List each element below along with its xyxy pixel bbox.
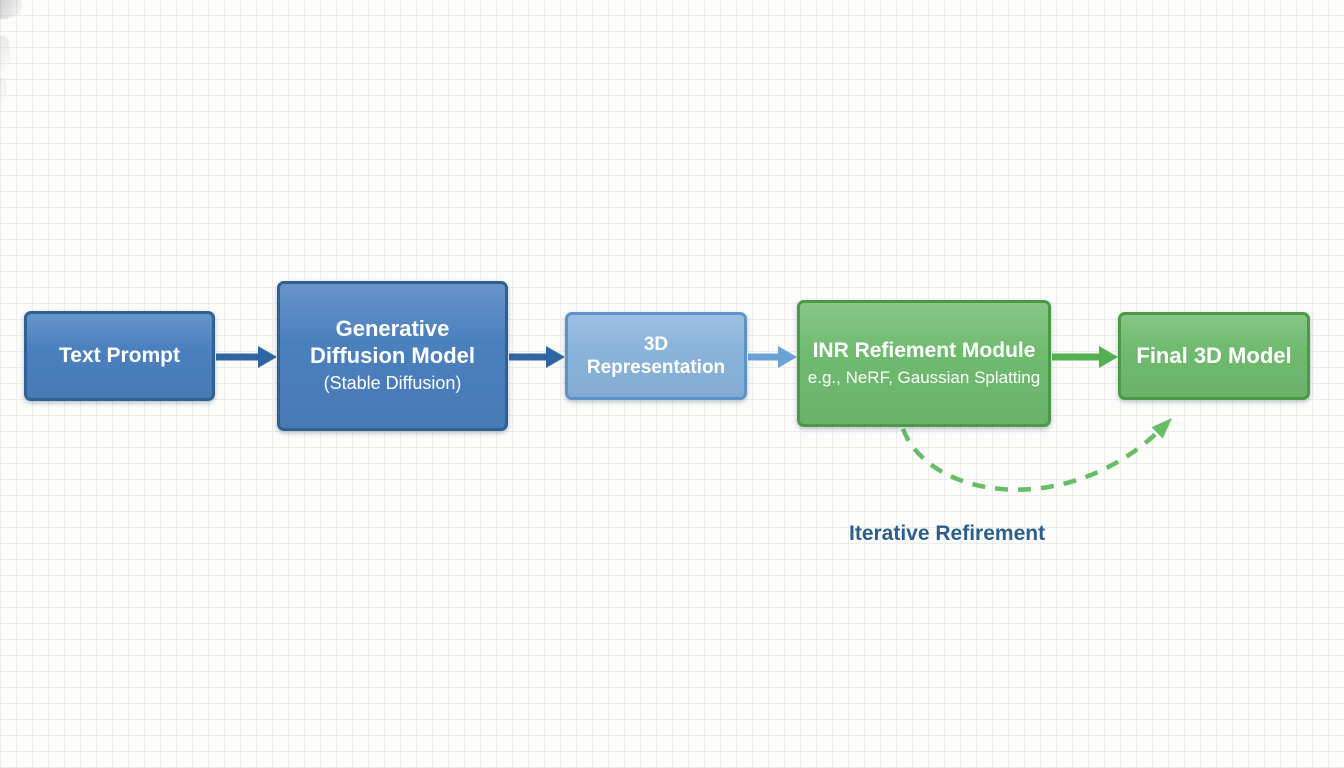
arrow-representation-to-inr (748, 346, 797, 368)
node-subtitle: (Stable Diffusion) (323, 373, 462, 394)
node-title: Final 3D Model (1136, 342, 1292, 368)
node-text-prompt: Text Prompt (24, 311, 215, 401)
node-generative-diffusion-model: Generative Diffusion Model (Stable Diffu… (277, 281, 508, 431)
arrow-text-prompt-to-diffusion (216, 346, 277, 368)
paper-smudge-top-left (0, 0, 26, 23)
iterative-refinement-arrowhead (1151, 418, 1172, 439)
node-final-3d-model: Final 3D Model (1118, 312, 1310, 400)
node-3d-representation: 3D Representation (565, 312, 747, 400)
node-title: 3D Representation (586, 333, 726, 378)
arrow-diffusion-to-representation (509, 346, 565, 368)
iterative-refinement-dashed-curve (900, 425, 1165, 492)
iterative-refinement-label: Iterative Refirement (849, 522, 1046, 545)
node-title: Generative Diffusion Model (310, 316, 475, 369)
node-title: INR Refiement Module (812, 338, 1036, 362)
paper-smudge-left-edge (0, 36, 10, 70)
node-subtitle: e.g., NeRF, Gaussian Splatting (807, 368, 1041, 388)
node-title: Text Prompt (59, 344, 180, 368)
node-inr-refiement-module: INR Refiement Module e.g., NeRF, Gaussia… (797, 300, 1051, 427)
arrow-inr-to-final (1052, 346, 1118, 368)
paper-smudge-left-edge-2 (0, 78, 7, 104)
